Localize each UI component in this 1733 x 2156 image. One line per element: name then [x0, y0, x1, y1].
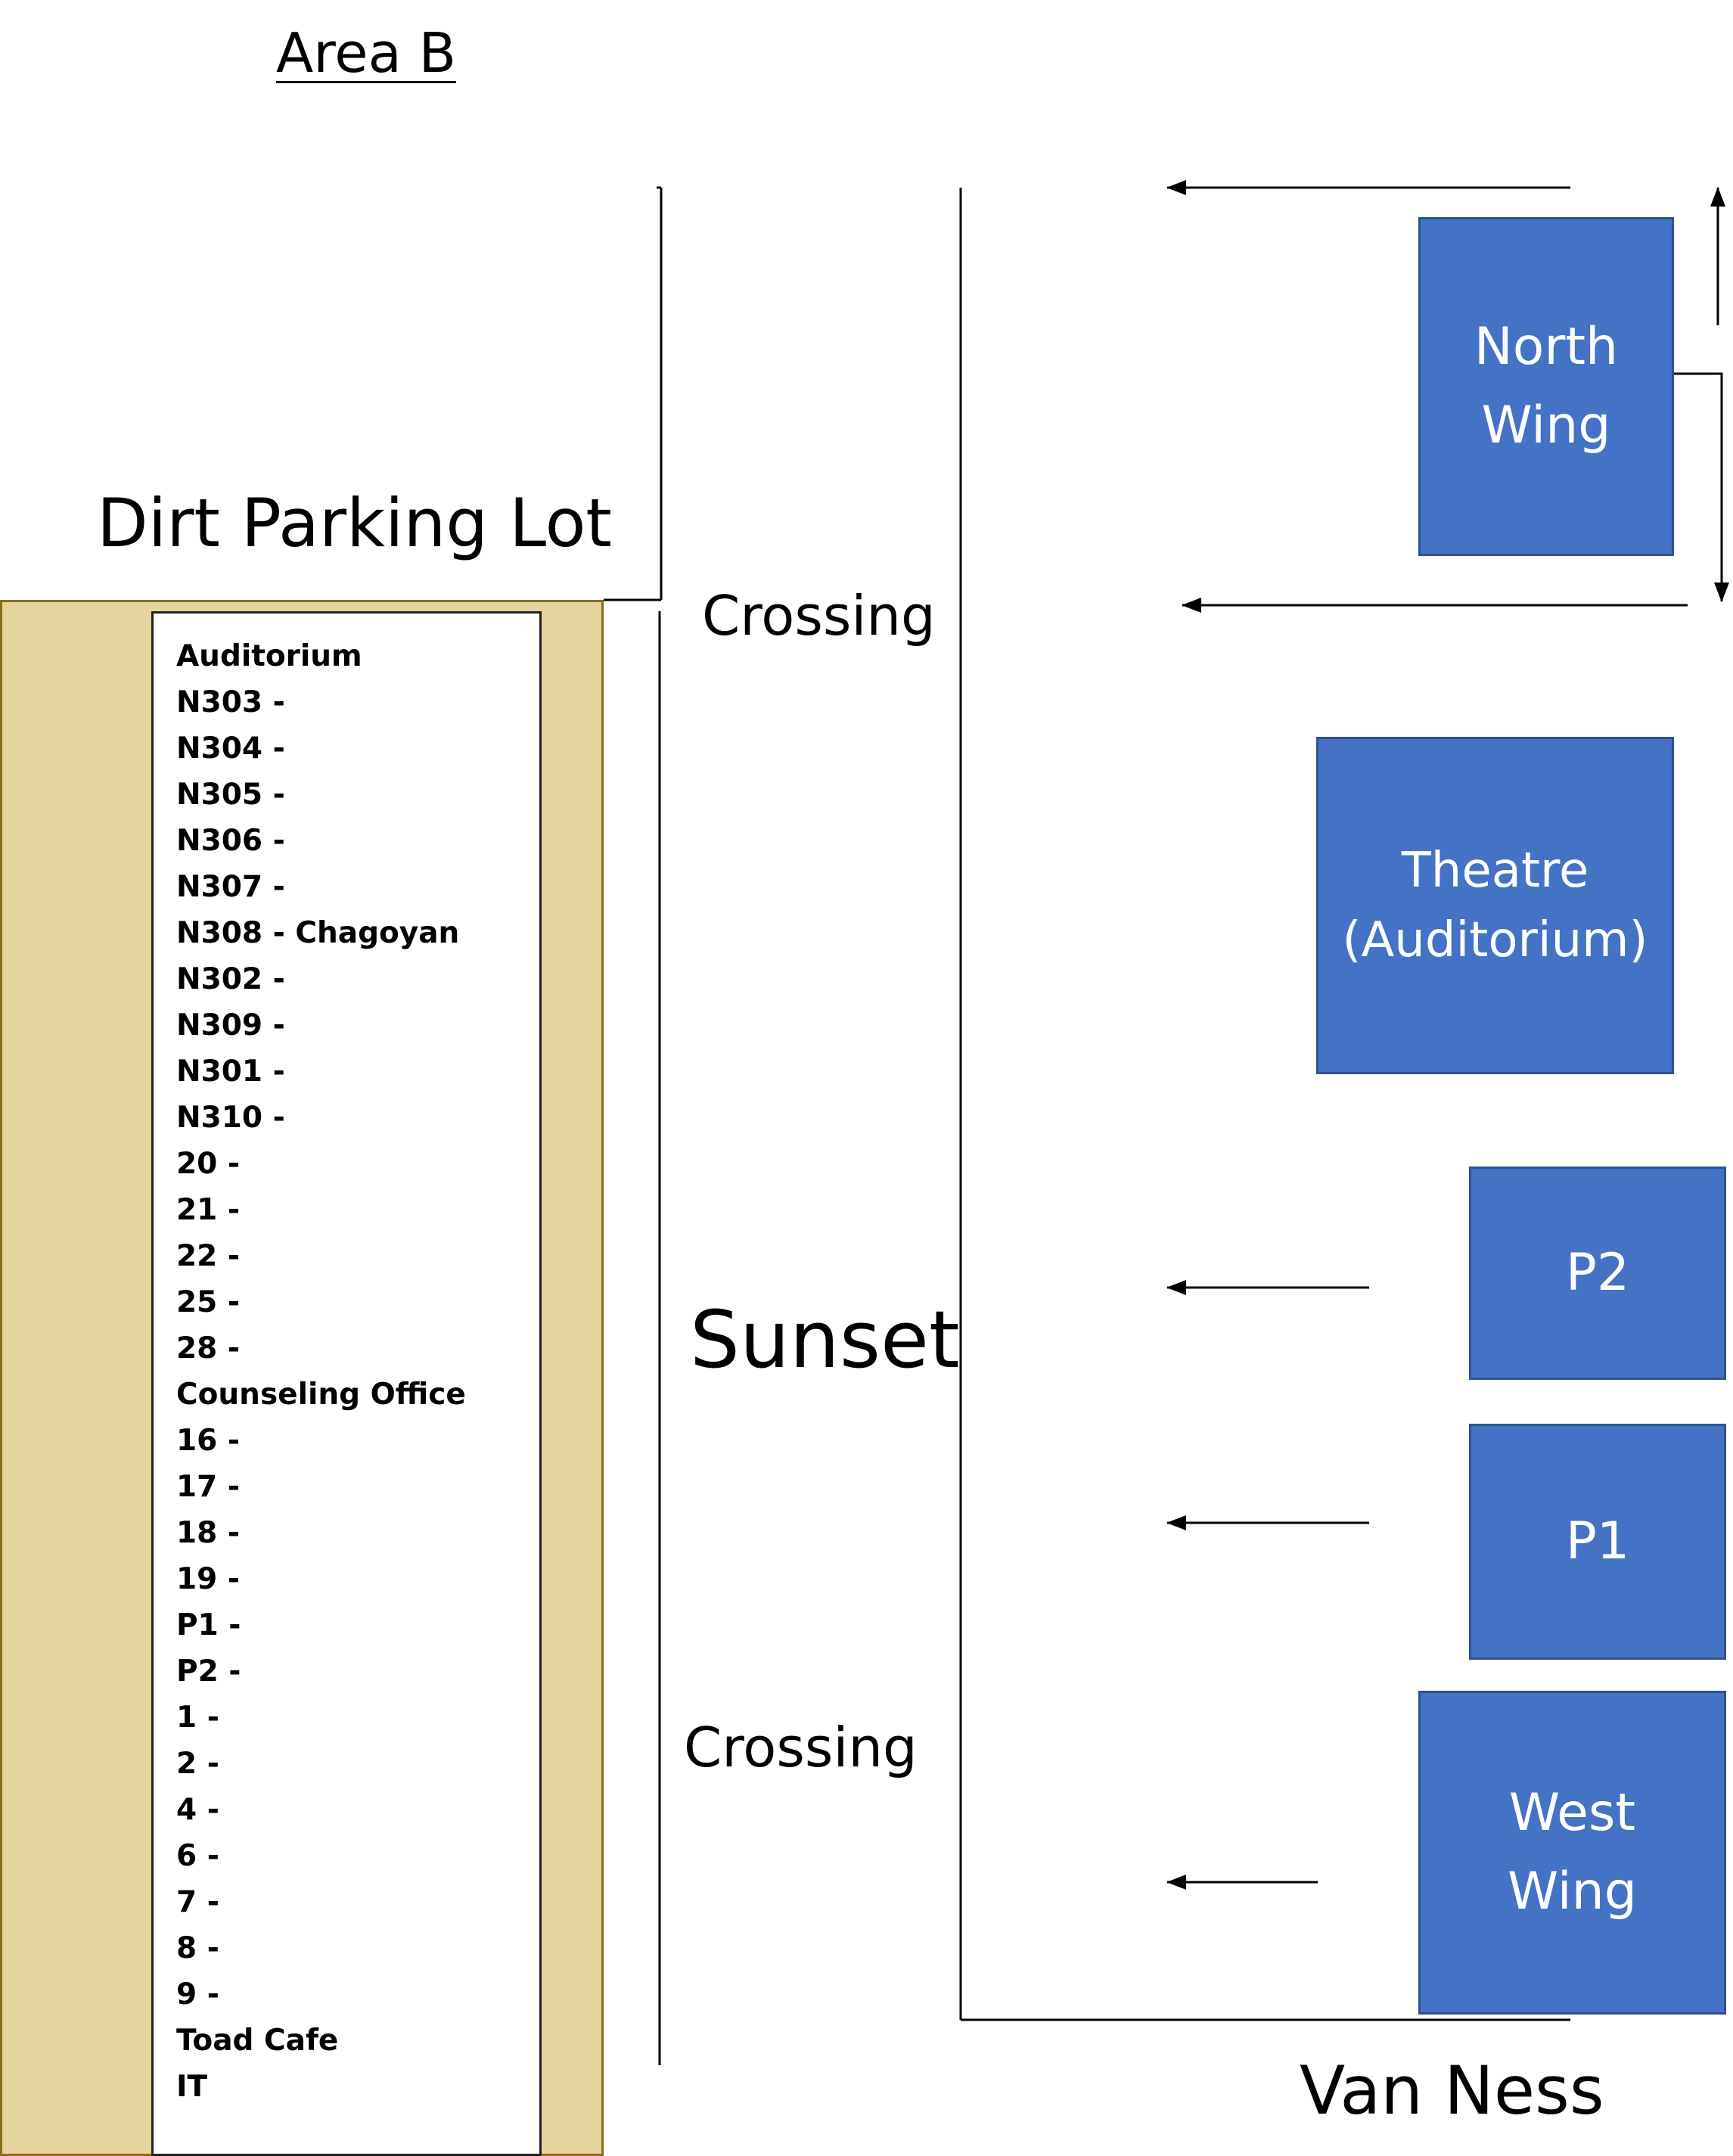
- room-list-item: 16 -: [176, 1424, 241, 1458]
- dirt-parking-lot-label: Dirt Parking Lot: [97, 484, 612, 562]
- crossing-bottom-label: Crossing: [684, 1716, 918, 1779]
- room-list-item: 4 -: [176, 1793, 219, 1827]
- building-p2-label: P2: [1565, 1243, 1630, 1303]
- room-list-item: 18 -: [176, 1516, 241, 1550]
- van-ness-street-label: Van Ness: [1300, 2052, 1604, 2130]
- room-list-item: 28 -: [176, 1331, 241, 1365]
- room-list-item: 2 -: [176, 1747, 219, 1781]
- room-list-item: N301 -: [176, 1055, 285, 1089]
- room-list-item: N307 -: [176, 870, 285, 904]
- building-theatre-label: Theatre(Auditorium): [1342, 843, 1648, 968]
- room-list-item: 17 -: [176, 1470, 241, 1504]
- room-list-item: IT: [176, 2070, 208, 2104]
- building-p1-label: P1: [1565, 1511, 1630, 1571]
- sunset-street-label: Sunset: [690, 1294, 960, 1386]
- room-list-item: N302 -: [176, 962, 285, 996]
- crossing-top-label: Crossing: [702, 584, 936, 648]
- room-list-item: 19 -: [176, 1562, 241, 1596]
- room-list-item: P2 -: [176, 1654, 241, 1688]
- building-p2: P2: [1469, 1167, 1726, 1380]
- room-list-item: 9 -: [176, 1977, 219, 2012]
- room-list-item: Auditorium: [176, 639, 362, 673]
- room-list-item: 8 -: [176, 1931, 219, 1965]
- room-list-item: N303 -: [176, 685, 285, 719]
- room-list-item: Counseling Office: [176, 1378, 466, 1412]
- building-p1: P1: [1469, 1424, 1726, 1660]
- room-list-item: 25 -: [176, 1285, 241, 1319]
- room-list-item: N309 -: [176, 1008, 285, 1042]
- room-list-item: 22 -: [176, 1239, 241, 1273]
- bracket-north-wing: [1674, 372, 1723, 598]
- room-list-item: N304 -: [176, 732, 285, 766]
- room-list-item: 21 -: [176, 1193, 241, 1227]
- room-list-item: N308 - Chagoyan: [176, 916, 460, 950]
- room-list-item: 7 -: [176, 1885, 219, 1919]
- room-list-item: P1 -: [176, 1608, 241, 1642]
- room-list-item: N305 -: [176, 778, 285, 812]
- area-title: Area B: [276, 21, 456, 85]
- building-theatre: Theatre(Auditorium): [1316, 737, 1674, 1074]
- room-list-item: N310 -: [176, 1101, 285, 1135]
- room-list-item: N306 -: [176, 824, 285, 858]
- room-list-item: 1 -: [176, 1701, 219, 1735]
- room-list-item: 6 -: [176, 1839, 219, 1873]
- room-list-item: 20 -: [176, 1147, 241, 1181]
- room-list-item: Toad Cafe: [176, 2024, 339, 2058]
